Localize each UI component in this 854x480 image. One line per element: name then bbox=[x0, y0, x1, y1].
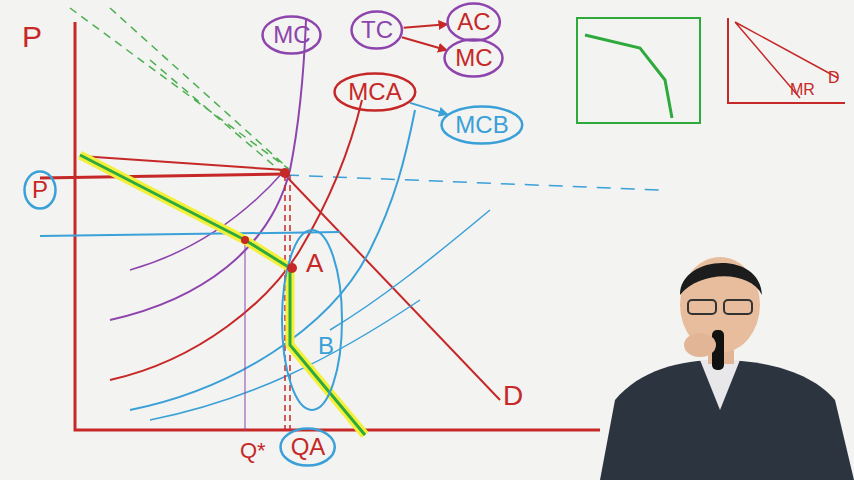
curve-label: MR bbox=[790, 82, 815, 98]
curve-tag: MC bbox=[443, 38, 504, 78]
quantity-label: Q* bbox=[240, 440, 266, 462]
curve-label: D bbox=[828, 70, 840, 86]
arrow-connector bbox=[402, 37, 446, 50]
axis-label: P bbox=[22, 22, 42, 52]
curve-tag: AC bbox=[446, 2, 501, 42]
curve-tag: MC bbox=[261, 15, 322, 55]
node-text: P bbox=[32, 178, 48, 202]
arrow-connector bbox=[410, 103, 447, 114]
node-text: MCB bbox=[455, 113, 508, 137]
point-label: B bbox=[318, 334, 334, 358]
curve-tag: MCA bbox=[333, 72, 417, 112]
node-text: AC bbox=[457, 10, 490, 34]
quantity-circle: QA bbox=[279, 427, 336, 467]
node-text: QA bbox=[291, 435, 326, 459]
curve-label: D bbox=[503, 382, 523, 410]
node-text: MCA bbox=[348, 80, 401, 104]
curve-tag: MCB bbox=[440, 105, 524, 145]
node-text: MC bbox=[273, 23, 310, 47]
node-text: TC bbox=[361, 18, 393, 42]
node-text: MC bbox=[455, 46, 492, 70]
point-label: A bbox=[306, 250, 323, 276]
curve-tag: TC bbox=[350, 10, 403, 50]
price-circle: P bbox=[23, 170, 57, 210]
arrow-connector bbox=[404, 24, 447, 28]
